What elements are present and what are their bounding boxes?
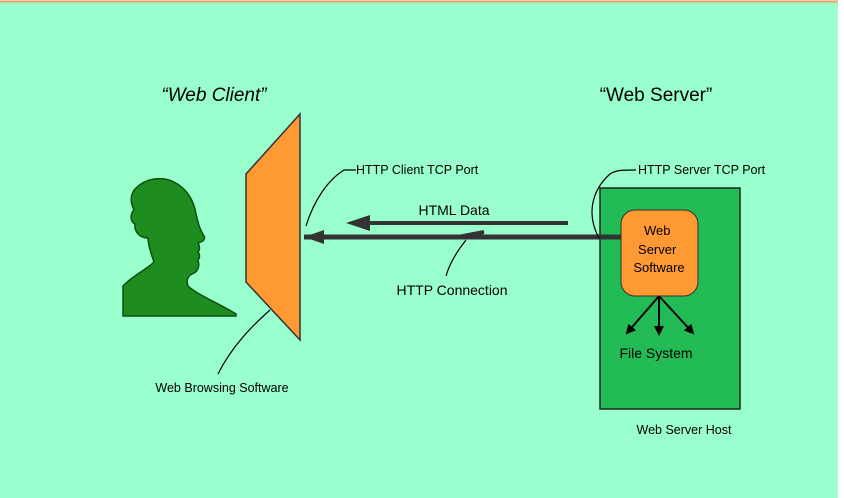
http-server-port-label: HTTP Server TCP Port — [638, 163, 766, 177]
server-software-line-2: Server — [638, 242, 677, 257]
web-browsing-software-label: Web Browsing Software — [155, 381, 288, 395]
file-system-arrow-left — [625, 295, 660, 335]
http-client-port-label: HTTP Client TCP Port — [356, 163, 479, 177]
connection-barb — [457, 230, 485, 239]
file-system-arrow-right — [658, 295, 695, 335]
file-system-label: File System — [619, 345, 692, 361]
server-title: “Web Server” — [600, 85, 713, 106]
http-client-port-leader — [305, 169, 356, 227]
connection-arrow-head — [304, 230, 324, 244]
web-browser-panel — [245, 112, 301, 342]
http-server-port-leader — [591, 169, 637, 239]
person-silhouette-icon — [122, 177, 237, 317]
http-connection-label: HTTP Connection — [396, 282, 507, 298]
web-browsing-software-leader — [217, 309, 271, 375]
html-data-label: HTML Data — [418, 202, 489, 218]
http-connection-leader — [445, 239, 467, 277]
web-server-host-label: Web Server Host — [637, 423, 732, 437]
html-data-arrow-head — [346, 215, 370, 231]
server-software-line-3: Software — [633, 260, 684, 275]
client-title: “Web Client” — [161, 85, 268, 106]
web-server-software-label: Web Server Software — [633, 223, 684, 275]
server-software-line-1: Web — [644, 223, 671, 238]
